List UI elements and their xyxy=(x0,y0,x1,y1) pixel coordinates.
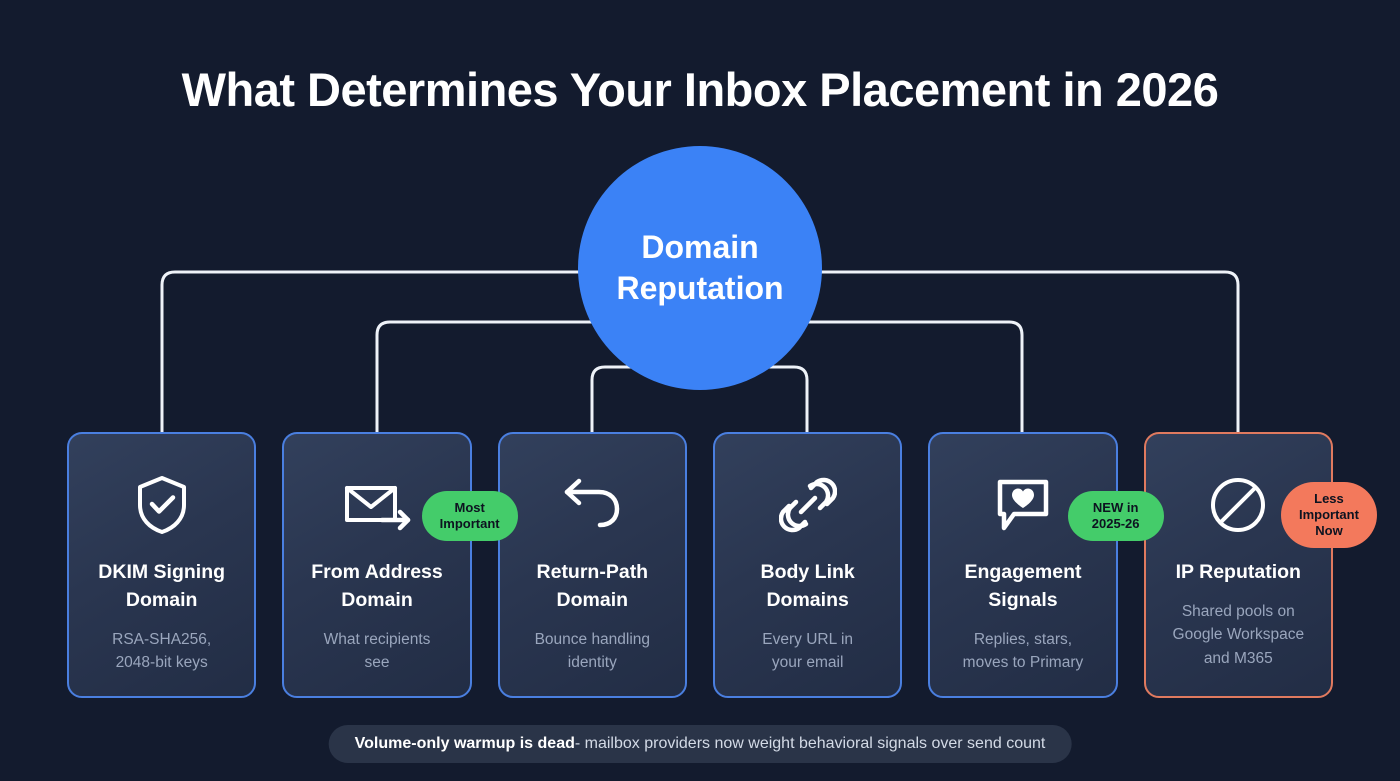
card-desc-line-2: 2048-bit keys xyxy=(115,654,208,672)
badge-line-1: NEW in xyxy=(1092,500,1139,515)
card-desc-line-2: Google Workspace xyxy=(1172,626,1305,644)
badge-line-2: Important xyxy=(439,515,500,531)
speech-bubble-heart-icon xyxy=(992,474,1054,536)
card-title-line-1: Engagement xyxy=(964,561,1082,583)
card-title-line-1: From Address xyxy=(311,561,443,583)
card-desc-line-2: moves to Primary xyxy=(962,654,1084,672)
card-desc-line-2: identity xyxy=(567,654,617,672)
card-title-line-1: Body Link xyxy=(760,561,855,583)
card-desc-line-2: your email xyxy=(771,654,844,672)
card-description: RSA-SHA256, 2048-bit keys xyxy=(100,628,223,675)
connector-card-1 xyxy=(160,270,602,434)
card-return-path-domain[interactable]: Return-Path Domain Bounce handling ident… xyxy=(497,432,687,698)
card-title-line-1: Return-Path xyxy=(536,561,649,583)
card-description: Every URL in your email xyxy=(750,628,865,675)
card-body-link-domains[interactable]: Body Link Domains Every URL in your emai… xyxy=(712,432,903,698)
card-title-line-1: IP Reputation xyxy=(1175,561,1301,583)
page-title: What Determines Your Inbox Placement in … xyxy=(181,63,1219,116)
badge-line-2: 2025-26 xyxy=(1091,515,1140,531)
card-title: Engagement Signals xyxy=(956,558,1089,614)
card-desc-line-1: Every URL in xyxy=(762,631,854,649)
central-node-domain-reputation[interactable]: Domain Reputation xyxy=(578,146,822,390)
card-title-line-2: Domain xyxy=(341,589,413,612)
card-from-address-domain[interactable]: Most Important From Address Domain What … xyxy=(282,432,518,698)
badge-most-important: Most Important xyxy=(421,491,518,541)
badge-new-2025-26: NEW in 2025-26 xyxy=(1067,491,1164,541)
badge-line-2: Important xyxy=(1298,506,1359,522)
card-desc-line-1: What recipients xyxy=(323,631,431,649)
connector-card-5 xyxy=(798,320,1024,434)
footer-callout: Volume-only warmup is dead - mailbox pro… xyxy=(328,725,1072,763)
card-title: IP Reputation xyxy=(1168,558,1309,586)
footer-rest-text: - mailbox providers now weight behaviora… xyxy=(574,735,1046,752)
hub-title-line-1: Domain xyxy=(641,229,759,266)
hub-title-line-2: Reputation xyxy=(616,270,784,306)
card-engagement-signals[interactable]: NEW in 2025-26 Engagement Signals Replie… xyxy=(928,432,1164,698)
badge-line-3: Now xyxy=(1315,522,1343,538)
card-description: Bounce handling identity xyxy=(523,628,663,675)
card-desc-line-1: RSA-SHA256, xyxy=(112,631,212,649)
card-title-line-2: Domain xyxy=(556,589,629,612)
card-title: Body Link Domains xyxy=(753,558,863,614)
card-description: Shared pools on Google Workspace and M36… xyxy=(1161,600,1317,670)
card-desc-line-1: Replies, stars, xyxy=(973,631,1073,649)
card-title: Return-Path Domain xyxy=(529,558,657,614)
card-title: From Address Domain xyxy=(303,558,450,614)
card-desc-line-1: Shared pools on xyxy=(1181,603,1295,621)
card-title-line-2: Domain xyxy=(125,589,198,612)
link-chain-icon xyxy=(778,474,837,536)
card-title-line-2: Signals xyxy=(988,589,1058,612)
card-desc-line-2: see xyxy=(364,654,390,672)
factor-card-row: DKIM Signing Domain RSA-SHA256, 2048-bit… xyxy=(67,432,1377,698)
card-dkim-signing-domain[interactable]: DKIM Signing Domain RSA-SHA256, 2048-bit… xyxy=(67,432,257,698)
shield-check-icon xyxy=(134,474,190,536)
connector-card-6 xyxy=(798,270,1240,434)
card-title-line-1: DKIM Signing xyxy=(98,561,226,583)
connector-card-2 xyxy=(375,320,602,434)
card-desc-line-1: Bounce handling xyxy=(534,631,651,649)
card-desc-line-3: and M365 xyxy=(1203,649,1273,667)
badge-less-important-now: Less Important Now xyxy=(1280,482,1377,548)
badge-line-1: Most xyxy=(454,500,485,515)
envelope-arrow-icon xyxy=(342,474,412,536)
no-entry-icon xyxy=(1209,474,1267,536)
reply-arrow-icon xyxy=(559,474,625,536)
card-ip-reputation[interactable]: Less Important Now IP Reputation Shared … xyxy=(1143,432,1377,698)
footer-strong-text: Volume-only warmup is dead xyxy=(354,735,575,752)
card-title-line-2: Domains xyxy=(766,589,849,612)
card-description: What recipients see xyxy=(312,628,443,675)
card-title: DKIM Signing Domain xyxy=(90,558,233,614)
card-description: Replies, stars, moves to Primary xyxy=(951,628,1096,675)
badge-line-1: Less xyxy=(1314,491,1344,506)
